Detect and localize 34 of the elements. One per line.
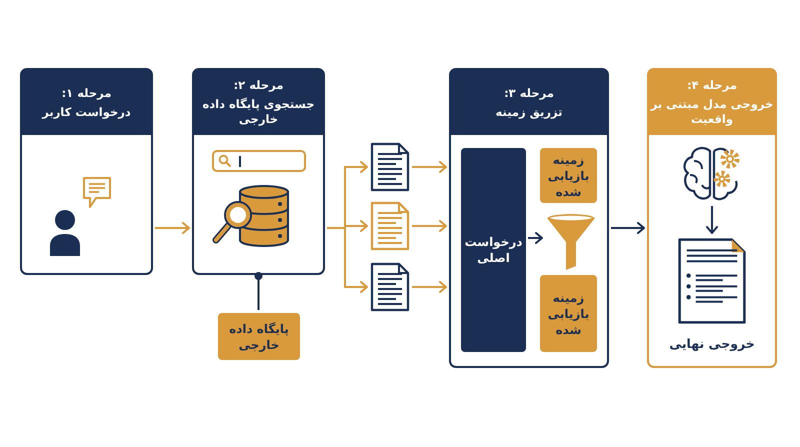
output-label: خروجی نهایی — [668, 336, 756, 351]
context-box — [540, 148, 597, 203]
arrow — [412, 220, 447, 232]
arrow — [155, 222, 190, 234]
funnel-icon — [545, 212, 597, 270]
arrow — [327, 227, 368, 293]
stage-title: تزریق زمینه — [496, 104, 562, 120]
document-icon — [370, 142, 410, 192]
connector-line — [254, 272, 262, 310]
stage-title: خروجی مدل مبتنی بر واقعیت — [649, 97, 774, 127]
box-text: پایگاه داده خارجی — [228, 320, 290, 352]
box-text: درخواست اصلی — [464, 234, 524, 266]
stage-card — [647, 68, 777, 368]
stage-card — [192, 68, 325, 275]
arrow — [706, 206, 718, 234]
arrow — [528, 232, 543, 244]
stage-card — [20, 68, 153, 275]
context-box — [218, 313, 300, 360]
document-icon — [370, 262, 410, 312]
stage-card — [449, 68, 609, 368]
stage-title: جستجوی پایگاه داده خارجی — [201, 97, 316, 127]
document-icon — [370, 201, 410, 251]
stage-title: درخواست کاربر — [42, 104, 131, 120]
box-text: زمینه بازیابی شده — [546, 152, 590, 200]
arrow — [611, 222, 645, 234]
box-text: زمینه بازیابی شده — [546, 290, 590, 338]
stage-label: مرحله ۲: — [234, 78, 284, 93]
stage-label: مرحله ۱: — [62, 86, 112, 100]
query-panel — [461, 148, 526, 352]
context-box — [540, 275, 597, 352]
stage-label: مرحله ۴: — [687, 78, 737, 93]
arrow — [412, 281, 447, 293]
arrow — [412, 161, 447, 173]
stage-label: مرحله ۳: — [504, 86, 554, 100]
